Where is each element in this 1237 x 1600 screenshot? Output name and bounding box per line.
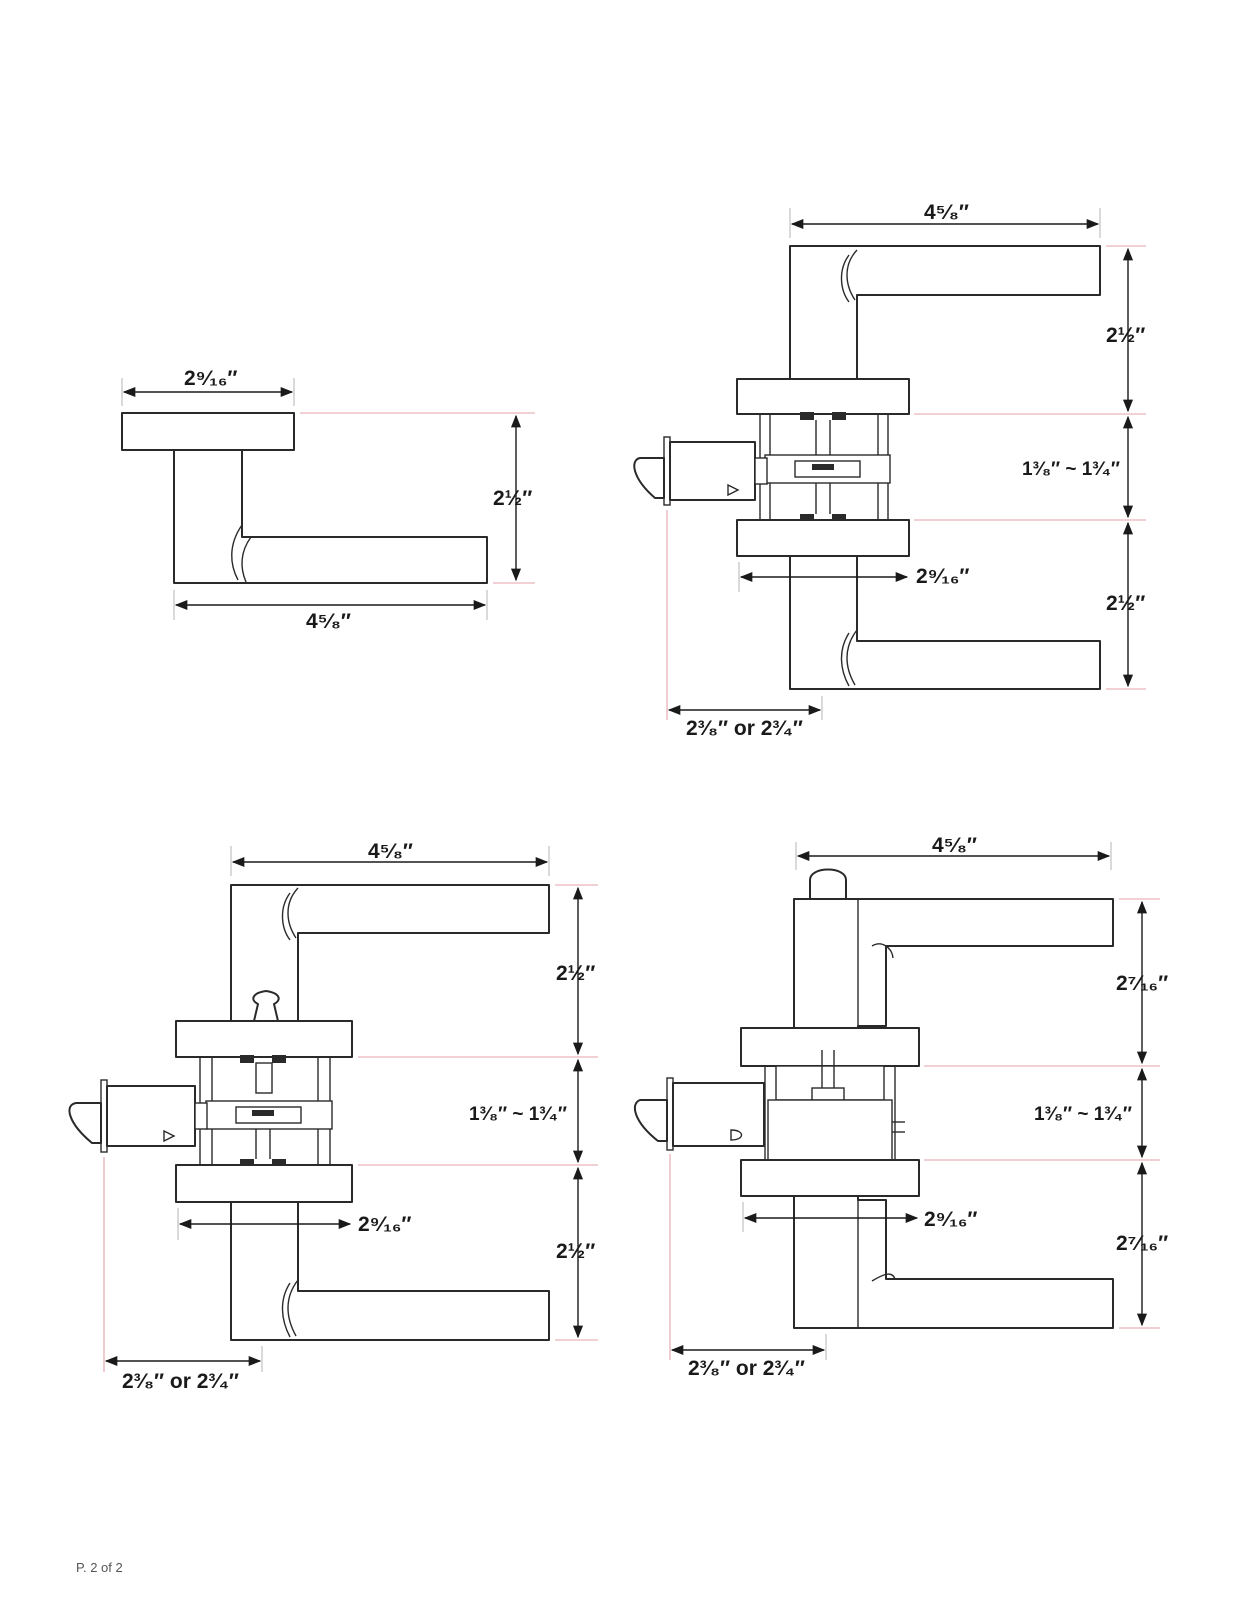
backset-label: 2³⁄₈″ or 2³⁄₄″ xyxy=(688,1357,805,1380)
dimension-lines xyxy=(103,846,598,1372)
view-top-left: 2⁹⁄₁₆″ 2½″ 4⁵⁄₈″ xyxy=(121,367,535,633)
dimension-lines xyxy=(666,208,1146,720)
height-label: 2½″ xyxy=(493,487,532,510)
lever-set-drawing xyxy=(633,245,1101,690)
rose-width-label: 2⁹⁄₁₆″ xyxy=(916,565,969,588)
lever-length-label: 4⁵⁄₈″ xyxy=(924,201,969,224)
lower-height-label: 2⁷⁄₁₆″ xyxy=(1116,1232,1168,1255)
lever-length-label: 4⁵⁄₈″ xyxy=(306,610,351,633)
door-thickness-label: 1³⁄₈″ ~ 1³⁄₄″ xyxy=(1022,459,1120,480)
backset-label: 2³⁄₈″ or 2³⁄₄″ xyxy=(122,1370,239,1393)
lever-length-label: 4⁵⁄₈″ xyxy=(932,834,977,857)
lower-height-label: 2½″ xyxy=(556,1240,595,1263)
dimension-lines xyxy=(669,842,1160,1360)
lower-height-label: 2½″ xyxy=(1106,592,1145,615)
page-number: P. 2 of 2 xyxy=(76,1560,123,1575)
rose-width-label: 2⁹⁄₁₆″ xyxy=(924,1208,977,1231)
backset-label: 2³⁄₈″ or 2³⁄₄″ xyxy=(686,717,803,740)
upper-height-label: 2½″ xyxy=(556,962,595,985)
door-thickness-label: 1³⁄₈″ ~ 1³⁄₄″ xyxy=(469,1104,567,1125)
view-bottom-right: 4⁵⁄₈″ 2⁷⁄₁₆″ 1³⁄₈″ ~ 1³⁄₄″ 2⁹⁄₁₆″ 2⁷⁄₁₆″… xyxy=(633,834,1168,1380)
view-top-right: 4⁵⁄₈″ 2½″ 1³⁄₈″ ~ 1³⁄₄″ 2⁹⁄₁₆″ 2½″ 2³⁄₈″… xyxy=(633,201,1146,740)
door-thickness-label: 1³⁄₈″ ~ 1³⁄₄″ xyxy=(1034,1104,1132,1125)
lever-set-drawing xyxy=(633,868,1114,1329)
view-bottom-left: 4⁵⁄₈″ 2½″ 1³⁄₈″ ~ 1³⁄₄″ 2⁹⁄₁₆″ 2½″ 2³⁄₈″… xyxy=(68,840,598,1393)
upper-height-label: 2½″ xyxy=(1106,324,1145,347)
dimension-lines xyxy=(121,378,535,620)
rose-width-label: 2⁹⁄₁₆″ xyxy=(184,367,237,390)
lever-set-drawing xyxy=(68,884,550,1341)
upper-height-label: 2⁷⁄₁₆″ xyxy=(1116,972,1168,995)
lever-drawing xyxy=(121,412,488,584)
rose-width-label: 2⁹⁄₁₆″ xyxy=(358,1213,411,1236)
lever-length-label: 4⁵⁄₈″ xyxy=(368,840,413,863)
